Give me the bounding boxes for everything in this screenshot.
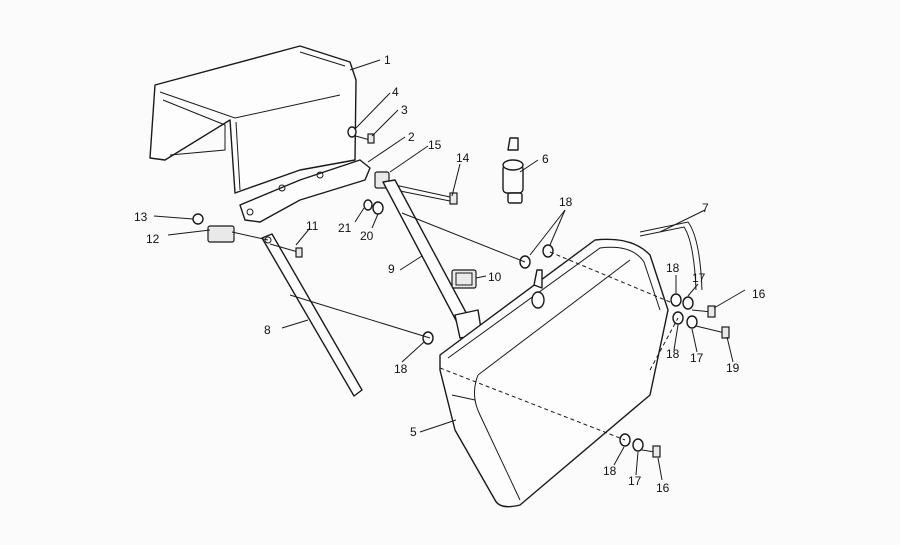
part-2-bracket	[239, 159, 371, 223]
callout-18-mid: 18	[666, 347, 680, 361]
part-17-washer-mid	[686, 315, 698, 329]
part-20-washer	[372, 201, 384, 215]
callout-1: 1	[384, 53, 391, 67]
part-4-washer	[347, 126, 357, 138]
callout-4: 4	[392, 85, 399, 99]
callout-12: 12	[146, 232, 160, 246]
callout-11: 11	[306, 219, 319, 233]
callout-3: 3	[401, 103, 408, 117]
part-18-washer-left	[422, 331, 434, 345]
callout-labels: 1 2 3 4 5 6 7 8 9 10 11 12 13 14 15 16 1…	[134, 53, 766, 495]
callout-17-mid: 17	[690, 351, 704, 365]
part-16-bolt-right	[691, 305, 716, 318]
part-18-washer-upper-b	[542, 244, 554, 258]
callout-15: 15	[428, 138, 442, 152]
callout-5: 5	[410, 425, 417, 439]
part-14-bolt	[394, 184, 458, 205]
callout-19: 19	[726, 361, 740, 375]
callout-18-upper: 18	[559, 195, 573, 209]
callout-13: 13	[134, 210, 148, 224]
part-6-lock	[502, 137, 524, 204]
callout-20: 20	[360, 229, 374, 243]
callout-2: 2	[408, 130, 415, 144]
callout-7: 7	[702, 201, 709, 215]
part-21-washer	[363, 199, 373, 211]
callout-17-right: 17	[692, 271, 706, 285]
part-19-bolt	[695, 325, 730, 339]
part-18-washer-right	[670, 293, 682, 307]
callout-16-right: 16	[752, 287, 766, 301]
part-16-bolt-lower	[641, 445, 661, 458]
assembly-lines	[231, 212, 679, 441]
part-17-washer-right	[682, 296, 694, 310]
callout-8: 8	[264, 323, 271, 337]
callout-16-lower: 16	[656, 481, 670, 495]
part-9-support-arm	[382, 179, 483, 339]
callout-10: 10	[488, 270, 502, 284]
part-5-pannier	[439, 238, 669, 508]
callout-leaders	[153, 59, 746, 481]
part-12-block	[207, 225, 235, 243]
part-10-clip	[451, 269, 477, 289]
callout-21: 21	[338, 221, 352, 235]
part-1-cover	[149, 45, 357, 194]
callout-17-lower: 17	[628, 474, 642, 488]
part-13-nut	[192, 213, 204, 225]
part-17-washer-lower	[632, 438, 644, 452]
callout-18-right: 18	[666, 261, 680, 275]
callout-18-lower: 18	[603, 464, 617, 478]
part-11-screw	[269, 243, 303, 258]
callout-6: 6	[542, 152, 549, 166]
callout-18-left: 18	[394, 362, 408, 376]
part-8-support-arm	[261, 233, 363, 397]
callout-9: 9	[388, 262, 395, 276]
part-7-strap	[639, 221, 703, 291]
callout-14: 14	[456, 151, 470, 165]
